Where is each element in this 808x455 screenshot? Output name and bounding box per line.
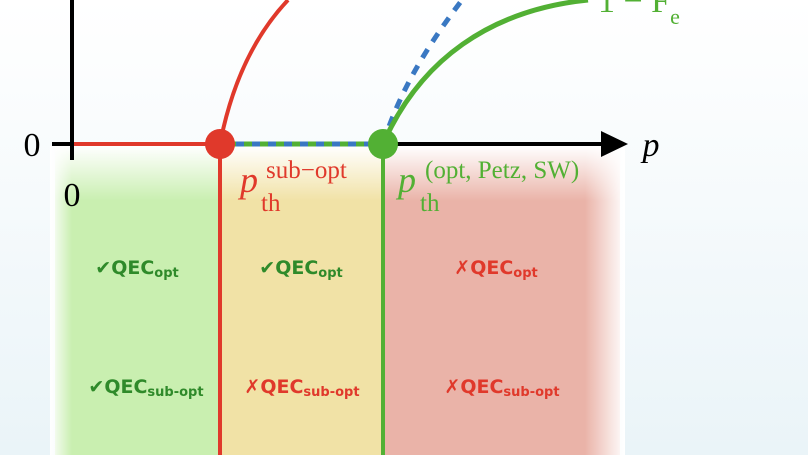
sub-opt-threshold-dot: [205, 129, 235, 159]
curve-label: 1 − Fe: [598, 0, 680, 29]
sub-opt-infidelity-curve: [218, 0, 290, 145]
opt-threshold-dot: [368, 129, 398, 159]
x-axis-label: p: [641, 127, 660, 164]
x-tick-zero: 0: [64, 177, 81, 214]
right-sub-opt-status: ✗QECsub-opt: [444, 376, 559, 400]
y-tick-zero: 0: [24, 127, 41, 164]
sub-opt-threshold-label: p sub−opt th: [237, 157, 351, 217]
x-axis-arrowhead: [601, 131, 628, 157]
opt-threshold-label: p (opt, Petz, SW) th: [395, 157, 583, 217]
right-opt-status: ✗QECopt: [454, 257, 537, 281]
left-opt-status: ✔QECopt: [95, 257, 178, 281]
middle-opt-status: ✔QECopt: [259, 257, 342, 281]
region-top-fade: [55, 146, 620, 201]
region-left-fade: [50, 146, 72, 455]
left-sub-opt-status: ✔QECsub-opt: [88, 376, 203, 400]
middle-sub-opt-status: ✗QECsub-opt: [244, 376, 359, 400]
region-right-fade: [585, 146, 625, 455]
opt-infidelity-curve: [380, 0, 589, 146]
